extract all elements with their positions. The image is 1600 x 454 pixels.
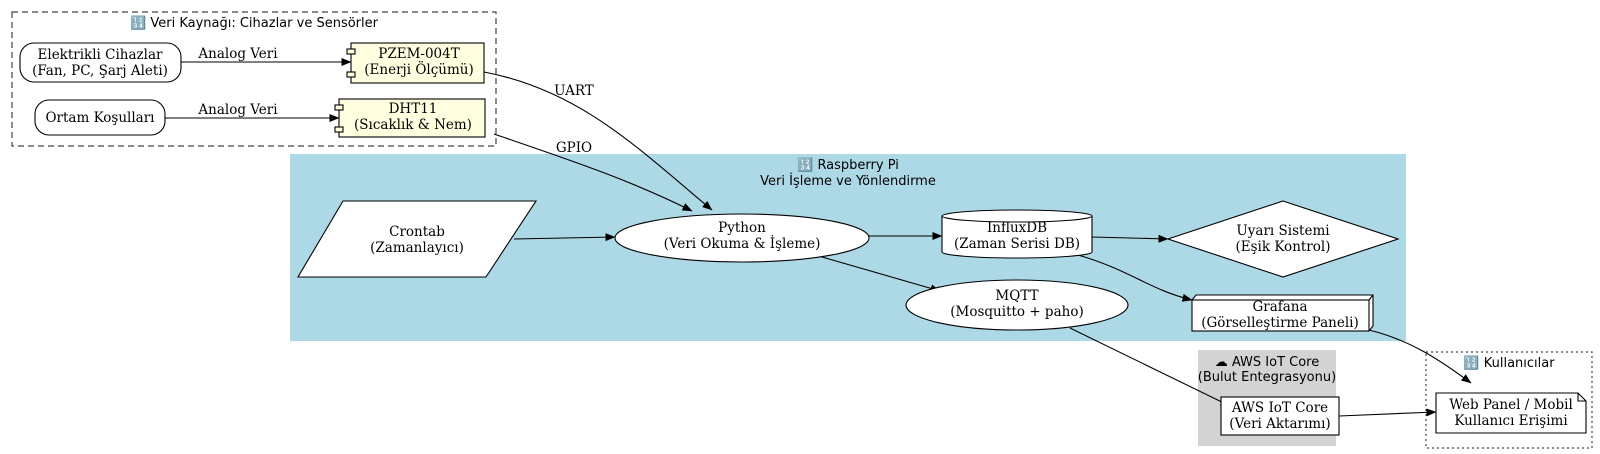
- cluster-aws-title: ☁ AWS IoT Core: [1215, 355, 1320, 370]
- svg-text:Crontab: Crontab: [389, 224, 445, 240]
- component-icon: [346, 48, 356, 55]
- svg-text:Elektrikli Cihazlar: Elektrikli Cihazlar: [38, 47, 164, 63]
- node-crontab: Crontab (Zamanlayıcı): [297, 200, 538, 278]
- node-grafana: Grafana (Görselleştirme Paneli): [1190, 294, 1374, 332]
- svg-text:(Veri Aktarımı): (Veri Aktarımı): [1229, 416, 1330, 432]
- cluster-aws-subtitle: (Bulut Entegrasyonu): [1198, 370, 1336, 385]
- edge-pzem-python: [483, 71, 713, 211]
- node-ambient-conditions: Ortam Koşulları: [34, 99, 166, 136]
- svg-text:Web Panel / Mobil: Web Panel / Mobil: [1449, 397, 1573, 413]
- edge-label-devices-pzem: Analog Veri: [197, 46, 278, 62]
- cluster-data-source: 🔢 Veri Kaynağı: Cihazlar ve Sensörler: [11, 11, 497, 147]
- numbers-icon: 🔢: [797, 157, 813, 173]
- cluster-raspberry-pi-subtitle: Veri İşleme ve Yönlendirme: [760, 173, 936, 189]
- node-alert-system: Uyarı Sistemi (Eşik Kontrol): [1166, 200, 1400, 278]
- node-python: Python (Veri Okuma & İşleme): [614, 213, 870, 263]
- edge-label-dht-python: GPIO: [556, 140, 592, 156]
- svg-text:(Görselleştirme Paneli): (Görselleştirme Paneli): [1201, 315, 1359, 331]
- node-pzem-sensor: PZEM-004T (Enerji Ölçümü): [346, 42, 485, 84]
- svg-text:(Sıcaklık & Nem): (Sıcaklık & Nem): [354, 117, 472, 133]
- svg-text:Kullanıcı Erişimi: Kullanıcı Erişimi: [1454, 413, 1568, 429]
- edge-label-ambient-dht: Analog Veri: [197, 102, 278, 118]
- edge-grafana-web: [1368, 329, 1472, 384]
- note-fold-icon: [1577, 393, 1586, 402]
- node-mqtt: MQTT (Mosquitto + paho): [905, 279, 1129, 331]
- edge-crontab-python: [513, 233, 616, 242]
- svg-text:(Enerji Ölçümü): (Enerji Ölçümü): [364, 61, 473, 78]
- cluster-users: 🔢 Kullanıcılar: [1425, 351, 1593, 449]
- edge-label-pzem-python: UART: [554, 83, 594, 99]
- svg-text:Grafana: Grafana: [1252, 299, 1307, 315]
- svg-text:(Zamanlayıcı): (Zamanlayıcı): [370, 240, 464, 256]
- cluster-data-source-title: 🔢 Veri Kaynağı: Cihazlar ve Sensörler: [130, 15, 379, 31]
- edge-aws-web: [1338, 408, 1437, 417]
- svg-text:(Veri Okuma & İşleme): (Veri Okuma & İşleme): [664, 235, 821, 252]
- svg-text:DHT11: DHT11: [389, 101, 438, 117]
- cloud-icon: ☁: [1215, 355, 1228, 370]
- node-dht11-sensor: DHT11 (Sıcaklık & Nem): [334, 98, 486, 138]
- node-aws-iot-core: AWS IoT Core (Veri Aktarımı): [1220, 396, 1340, 436]
- svg-text:(Zaman Serisi DB): (Zaman Serisi DB): [954, 236, 1080, 252]
- edge-influx-alert: [1091, 234, 1169, 243]
- svg-text:Uyarı Sistemi: Uyarı Sistemi: [1236, 223, 1330, 239]
- svg-text:PZEM-004T: PZEM-004T: [378, 46, 459, 62]
- svg-text:(Mosquitto + paho): (Mosquitto + paho): [950, 304, 1083, 320]
- svg-text:Python: Python: [718, 220, 766, 236]
- edge-mqtt-aws: [1069, 327, 1231, 407]
- numbers-icon: 🔢: [1463, 355, 1479, 371]
- cluster-users-title: 🔢 Kullanıcılar: [1463, 355, 1555, 371]
- edge-dht-python: [493, 133, 693, 212]
- edges: Analog Veri Analog Veri UART GPIO: [165, 46, 1472, 417]
- svg-text:InfluxDB: InfluxDB: [987, 220, 1047, 236]
- svg-text:(Eşik Kontrol): (Eşik Kontrol): [1236, 239, 1331, 255]
- edge-influx-grafana: [1077, 254, 1193, 302]
- svg-text:(Fan, PC, Şarj Aleti): (Fan, PC, Şarj Aleti): [32, 63, 168, 79]
- cluster-raspberry-pi-title: 🔢 Raspberry Pi: [797, 157, 899, 173]
- node-electric-devices: Elektrikli Cihazlar (Fan, PC, Şarj Aleti…: [19, 42, 182, 83]
- edge-python-mqtt: [821, 256, 941, 293]
- svg-text:AWS IoT Core: AWS IoT Core: [1231, 400, 1328, 416]
- component-icon: [334, 104, 344, 111]
- node-web-panel: Web Panel / Mobil Kullanıcı Erişimi: [1435, 392, 1587, 434]
- node-influxdb: InfluxDB (Zaman Serisi DB): [941, 209, 1093, 259]
- svg-text:MQTT: MQTT: [995, 288, 1038, 304]
- svg-text:Ortam Koşulları: Ortam Koşulları: [45, 110, 155, 126]
- numbers-icon: 🔢: [130, 15, 146, 31]
